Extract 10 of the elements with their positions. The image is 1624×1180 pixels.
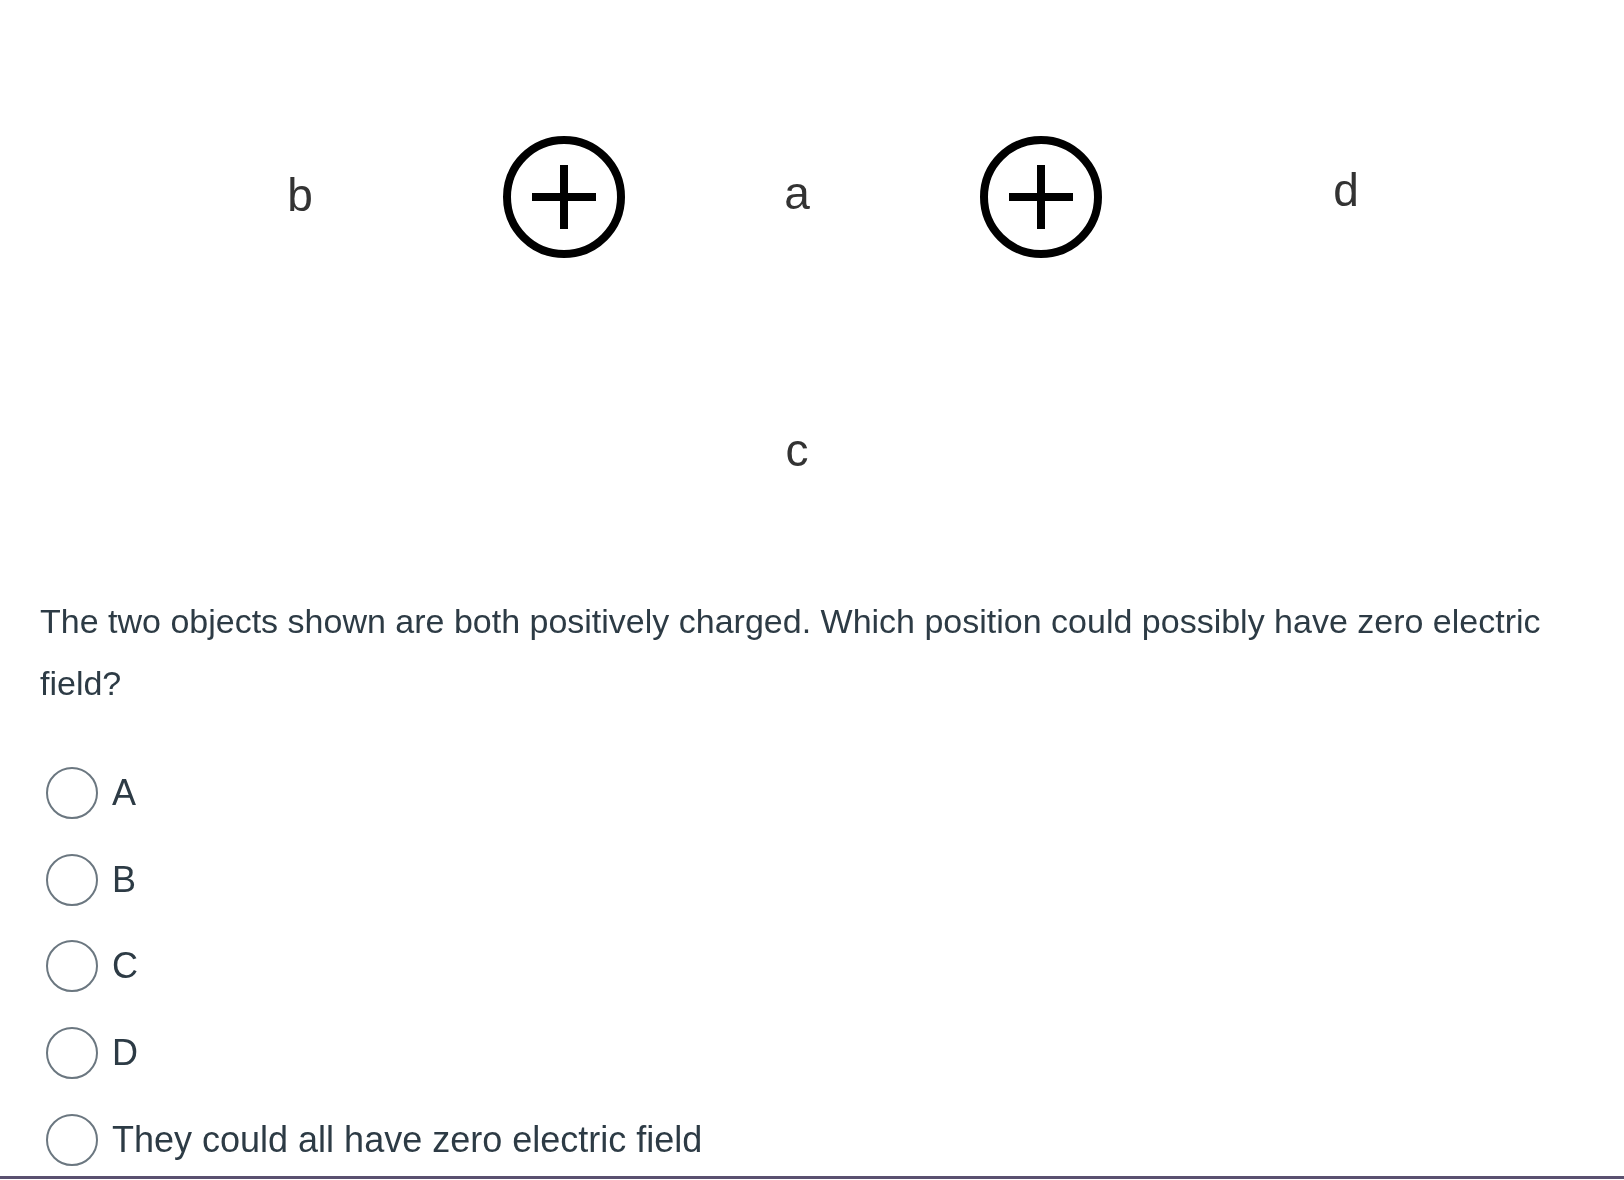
question-text: The two objects shown are both positively charged. Which position could possibly have zero electric field? <box>40 601 1542 704</box>
position-label: d <box>1333 167 1359 213</box>
option-label: C <box>112 948 138 984</box>
option-label: D <box>112 1035 138 1071</box>
position-label: a <box>784 170 810 216</box>
option-label: They could all have zero electric field <box>112 1122 703 1158</box>
option-label: B <box>112 862 136 898</box>
option-label: A <box>112 775 136 811</box>
position-label: b <box>287 172 313 218</box>
position-label: c <box>785 427 809 473</box>
